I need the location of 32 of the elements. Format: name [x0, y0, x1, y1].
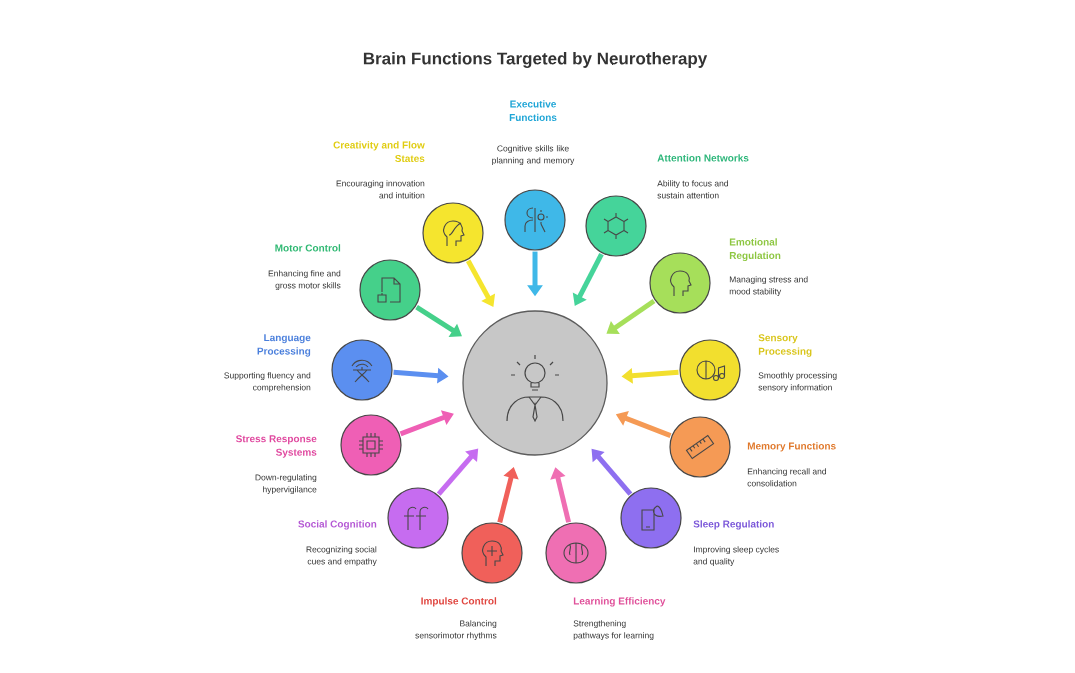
node-title: Language Processing — [257, 334, 311, 357]
node-title: Memory Functions — [747, 442, 836, 452]
node-title: Stress Response Systems — [235, 435, 317, 458]
node-description: Strengthening pathways for learning — [573, 620, 654, 641]
arrow — [606, 298, 656, 335]
node-description: Recognizing social cues and empathy — [306, 546, 377, 567]
node-title: Attention Networks — [657, 154, 749, 162]
node-title: Executive Functions — [509, 100, 557, 122]
node-title: Sensory Processing — [758, 334, 812, 357]
node-title: Impulse Control — [421, 597, 497, 607]
arrow — [436, 448, 479, 496]
node-description: Encouraging innovation and intuition — [336, 180, 425, 199]
node-description: Enhancing recall and consolidation — [747, 468, 827, 487]
node-title: Social Cognition — [298, 520, 377, 530]
node-description: Enhancing fine and gross motor skills — [268, 270, 341, 291]
arrow — [415, 304, 462, 337]
node-description: Managing stress and mood stability — [729, 276, 808, 297]
node-description: Smoothly processing sensory information — [758, 372, 837, 393]
node-description: Cognitive skills like planning and memory — [492, 145, 575, 166]
node-description: Balancing sensorimotor rhythms — [415, 620, 497, 641]
node-description: Supporting fluency and comprehension — [224, 372, 311, 393]
node-title: Sleep Regulation — [693, 520, 774, 530]
node-description: Improving sleep cycles and quality — [693, 546, 779, 567]
node-title: Motor Control — [275, 244, 341, 252]
node-title: Emotional Regulation — [729, 238, 781, 262]
node-title: Creativity and Flow States — [333, 141, 425, 163]
node-title: Learning Efficiency — [573, 597, 666, 607]
diagram-title: Brain Functions Targeted by Neurotherapy — [363, 52, 708, 68]
node-description: Ability to focus and sustain attention — [657, 180, 728, 199]
node-description: Down-regulating hypervigilance — [255, 474, 317, 495]
arrow — [399, 410, 454, 437]
arrow — [465, 259, 496, 307]
